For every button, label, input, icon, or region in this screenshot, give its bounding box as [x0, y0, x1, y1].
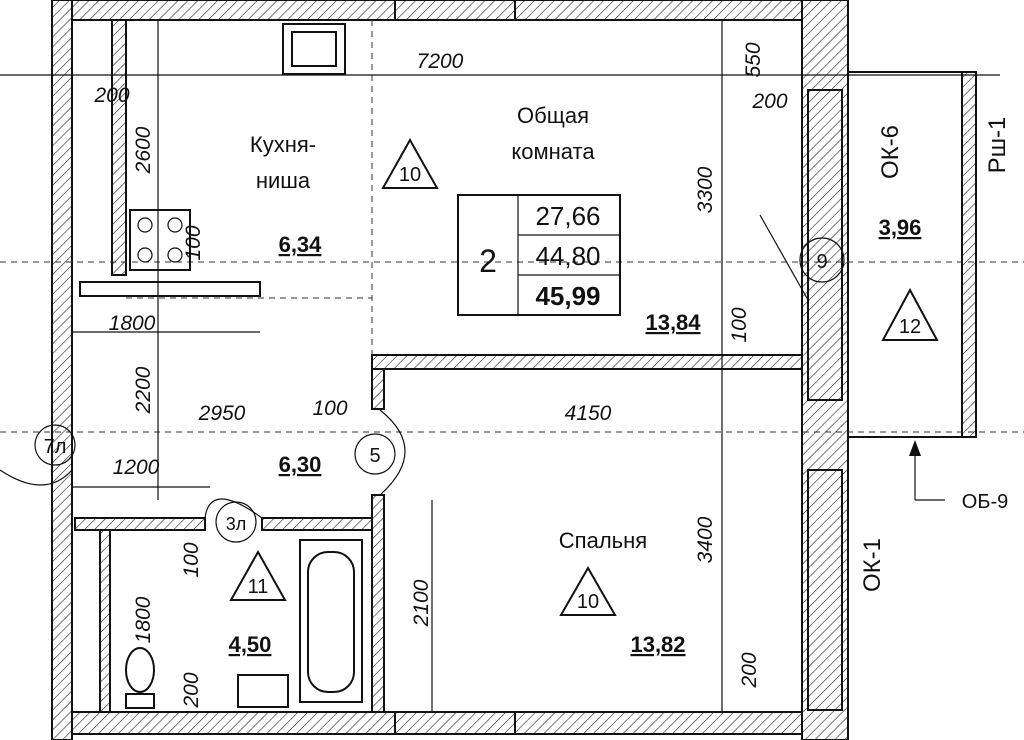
summary-total: 44,80: [535, 241, 600, 271]
bathroom-area: 4,50: [229, 632, 272, 657]
toilet: [125, 647, 155, 693]
kitchen-stove: [129, 209, 191, 271]
dim-200b: 200: [751, 90, 787, 113]
dim-100b: 100: [728, 307, 751, 342]
bath-door-mark: 3л: [226, 514, 247, 534]
dim-550: 550: [742, 42, 765, 77]
kitchen-sink: [282, 23, 346, 75]
balcony-area: 3,96: [879, 215, 922, 240]
living-name-1: Общая: [517, 103, 589, 128]
summary-box: [457, 194, 621, 316]
kitchen-name-2: ниша: [256, 168, 311, 193]
wall-bottom: [71, 711, 803, 735]
window-right-1: [807, 89, 843, 401]
kitchen-area: 6,34: [279, 232, 323, 257]
dim-2950: 2950: [198, 402, 246, 425]
wall-bath-top-2: [261, 517, 373, 531]
wall-left-outer: [51, 0, 73, 740]
wall-bath-top: [74, 517, 206, 531]
bedroom-name: Спальня: [559, 528, 647, 553]
dim-2100: 2100: [410, 579, 433, 627]
entry-door-arc: [0, 469, 73, 486]
dim-200d: 200: [738, 652, 761, 688]
dim-100d: 100: [180, 542, 203, 577]
dim-200c: 200: [180, 672, 203, 708]
entry-door-mark: 7л: [44, 436, 67, 458]
kitchen-sink-basin: [291, 31, 337, 67]
summary-total-balcony: 45,99: [535, 281, 600, 311]
dim-4150: 4150: [565, 402, 612, 425]
bedroom-area: 13,82: [630, 632, 685, 657]
dim-3300: 3300: [694, 166, 717, 213]
bedroom-finish: 10: [577, 591, 599, 613]
balcony-outline: [847, 71, 977, 438]
dim-100a: 100: [182, 225, 205, 260]
hall-door-arc: [379, 409, 406, 496]
kitchen-name-1: Кухня-: [250, 132, 316, 157]
hall-door-mark: 5: [369, 445, 380, 467]
kitchen-partition: [79, 281, 261, 297]
balcony-finish: 12: [899, 316, 921, 338]
wall-kitchen-left: [111, 19, 127, 276]
wall-bath-right: [371, 494, 385, 713]
balcony-mark: 9: [816, 251, 827, 273]
balcony-wall: [961, 71, 977, 438]
bathtub: [299, 539, 363, 703]
washbasin: [237, 674, 289, 708]
bathroom-finish: 11: [248, 576, 269, 598]
summary-living: 27,66: [535, 201, 600, 231]
dim-100c: 100: [312, 397, 347, 420]
window-top-1: [394, 0, 516, 21]
window-right-2: [807, 469, 843, 711]
kitchen-finish: 10: [399, 164, 421, 186]
dim-1200: 1200: [113, 456, 160, 479]
wall-bath-left: [99, 529, 111, 713]
wall-top: [71, 0, 803, 21]
dim-1800a: 1800: [109, 312, 156, 335]
dim-1800b: 1800: [132, 596, 155, 643]
dim-2600: 2600: [132, 126, 155, 174]
dim-7200: 7200: [417, 50, 464, 73]
mark-ok1: ОК-1: [859, 538, 886, 592]
toilet-tank: [125, 693, 155, 709]
dim-200a: 200: [93, 84, 129, 107]
mark-ok6: ОК-6: [877, 125, 904, 179]
window-bottom-1: [394, 711, 516, 735]
mark-ob9: ОБ-9: [962, 491, 1008, 513]
bath-door-arc: [204, 498, 263, 519]
bathtub-inner: [307, 551, 355, 693]
wall-bedroom-left: [371, 368, 385, 410]
mark-rsh1: Рш-1: [984, 117, 1011, 174]
living-area: 13,84: [645, 310, 701, 335]
dim-2200: 2200: [132, 366, 155, 414]
hall-area: 6,30: [279, 452, 322, 477]
wall-bedroom-top: [371, 354, 803, 370]
living-name-2: комната: [511, 139, 595, 164]
summary-rooms: 2: [479, 243, 497, 279]
dim-3400: 3400: [694, 516, 717, 563]
